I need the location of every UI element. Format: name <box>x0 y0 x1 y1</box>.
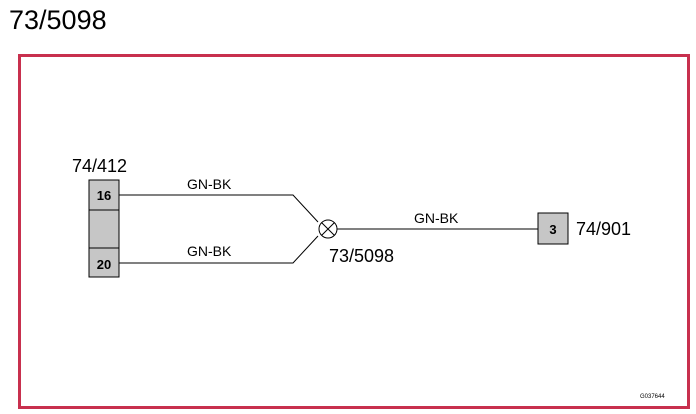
splice-cross-b <box>321 222 335 236</box>
wire-right-label: GN-BK <box>414 210 459 226</box>
wire-lower-line <box>119 235 319 264</box>
diagram-frame <box>18 54 690 409</box>
wire-lower: GN-BK <box>119 235 319 264</box>
connector-right-body <box>537 212 569 245</box>
image-code: G037644 <box>640 394 665 400</box>
page-title: 73/5098 <box>9 5 107 35</box>
wire-lower-label: GN-BK <box>187 243 232 259</box>
pin-20-label: 20 <box>97 257 111 272</box>
pin-16-label: 16 <box>97 188 111 203</box>
splice-73-5098: 73/5098 <box>318 219 394 266</box>
connector-right-label: 74/901 <box>576 219 631 239</box>
wire-upper-line <box>119 194 319 223</box>
connector-left-body <box>88 179 120 278</box>
splice-label: 73/5098 <box>329 246 394 266</box>
connector-left-label: 74/412 <box>72 156 127 176</box>
connector-74-412: 74/412 16 20 <box>72 156 127 278</box>
wire-upper-label: GN-BK <box>187 176 232 192</box>
wire-right: GN-BK <box>337 210 538 230</box>
wire-upper: GN-BK <box>119 176 319 223</box>
connector-74-901: 3 74/901 <box>537 212 631 245</box>
pin-3-label: 3 <box>549 222 556 237</box>
